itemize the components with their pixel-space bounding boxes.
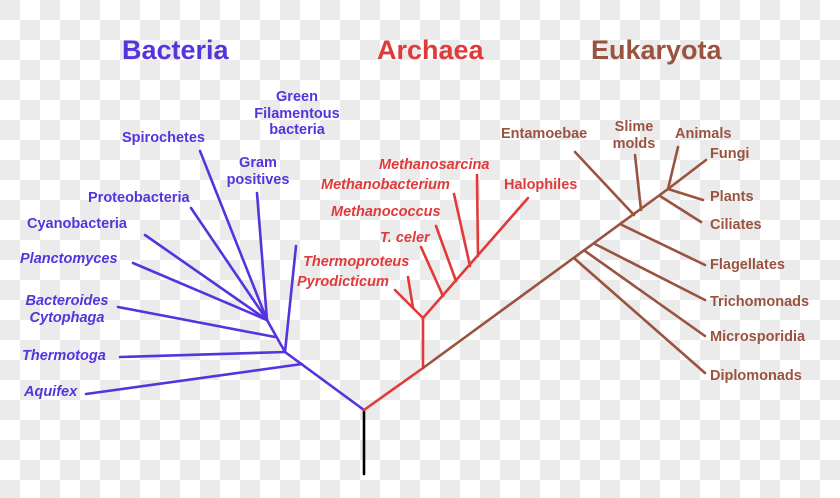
label-green-line3: bacteria (269, 122, 325, 139)
label-pyrodicticum: Pyrodicticum (297, 274, 389, 290)
branch-eukaryota (658, 194, 703, 224)
branch-eukaryota (583, 249, 707, 338)
label-methanococcus: Methanococcus (331, 204, 441, 220)
label-halophiles: Halophiles (504, 177, 578, 193)
label-fungi: Fungi (710, 146, 750, 162)
label-slime-line2: molds (612, 135, 656, 152)
branch-bacteria (143, 233, 269, 322)
title-archaea: Archaea (377, 35, 484, 65)
branch-archaea (393, 288, 425, 320)
label-gram-line2: positives (226, 171, 290, 188)
label-green-line2: Filamentous (254, 105, 340, 122)
label-flagellates: Flagellates (710, 257, 785, 273)
label-methanobacterium: Methanobacterium (321, 177, 450, 193)
branch-bacteria (265, 318, 287, 354)
label-diplomonads: Diplomonads (710, 368, 802, 384)
branch-eukaryota (573, 150, 636, 217)
branch-bacteria (84, 362, 304, 396)
label-entamoebae: Entamoebae (501, 126, 588, 142)
label-animals: Animals (675, 126, 732, 142)
title-bacteria: Bacteria (122, 35, 229, 65)
label-bacteroides: Bacteroides (25, 293, 109, 309)
branch-eukaryota (633, 153, 643, 212)
branch-eukaryota (593, 242, 707, 302)
label-thermotoga: Thermotoga (22, 348, 106, 364)
label-trichomonads: Trichomonads (710, 294, 810, 310)
label-thermoproteus: Thermoproteus (303, 254, 410, 270)
branch-bacteria (118, 350, 287, 359)
label-proteobacteria: Proteobacteria (88, 190, 190, 206)
branch-bacteria (116, 305, 277, 339)
branch-eukaryota (666, 145, 680, 191)
label-gram-line1: Gram (239, 155, 277, 171)
branch-archaea (406, 275, 415, 310)
label-plants: Plants (710, 189, 754, 205)
branch-bacteria (283, 350, 366, 412)
branch-archaea (421, 196, 530, 320)
branch-eukaryota (620, 223, 707, 267)
branch-archaea (434, 224, 458, 283)
branch-archaea (362, 366, 425, 412)
label-t-celer: T. celer (380, 230, 430, 246)
label-green-filamentous-bacteria: Green Filamentous bacteria (249, 89, 345, 139)
branch-eukaryota (666, 187, 705, 202)
branch-bacteria (255, 191, 269, 322)
branch-bacteria (131, 261, 269, 322)
label-microsporidia: Microsporidia (710, 329, 806, 345)
label-cytophaga: Cytophaga (29, 309, 105, 326)
branch-eukaryota (421, 187, 670, 370)
branch-bacteria (198, 149, 269, 322)
branch-archaea (452, 192, 472, 268)
branch-bacteria (283, 244, 298, 354)
label-slime-molds: Slime molds (606, 119, 662, 152)
branch-archaea (475, 173, 480, 258)
branch-archaea (419, 245, 445, 298)
label-aquifex: Aquifex (24, 384, 78, 400)
branch-eukaryota (666, 158, 708, 191)
branch-bacteria (189, 206, 269, 322)
branch-eukaryota (573, 257, 707, 375)
title-eukaryota: Eukaryota (591, 35, 722, 65)
label-gram-positives: Gram positives (223, 155, 293, 188)
label-spirochetes: Spirochetes (122, 130, 205, 146)
label-slime-line1: Slime (614, 119, 654, 135)
label-ciliates: Ciliates (710, 217, 762, 233)
label-methanosarcina: Methanosarcina (379, 157, 490, 173)
label-green-line1: Green (276, 89, 318, 105)
label-planctomyces: Planctomyces (20, 251, 118, 267)
label-cyanobacteria: Cyanobacteria (27, 216, 127, 232)
label-bacteroides-cytophaga: Bacteroides Cytophaga (20, 293, 114, 326)
